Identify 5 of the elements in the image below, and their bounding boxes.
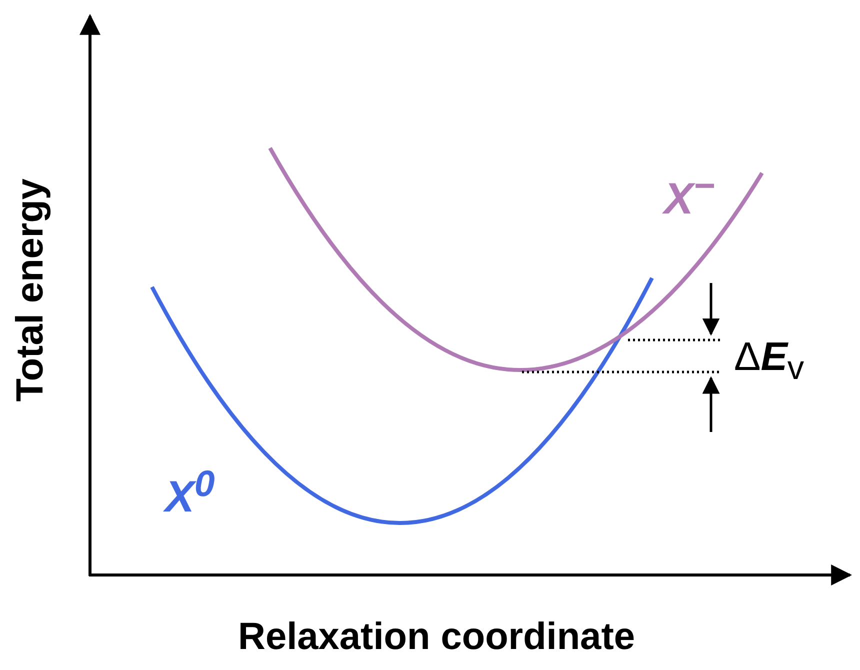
energy-gap-label: ΔE$_{v}$ (734, 337, 804, 386)
curve-label: X$^{−}$ (664, 168, 715, 222)
axis-label: Relaxation coordinate (238, 618, 635, 656)
axis-label: Total energy (11, 178, 50, 402)
curve-label: X$^{0}$ (165, 466, 215, 520)
